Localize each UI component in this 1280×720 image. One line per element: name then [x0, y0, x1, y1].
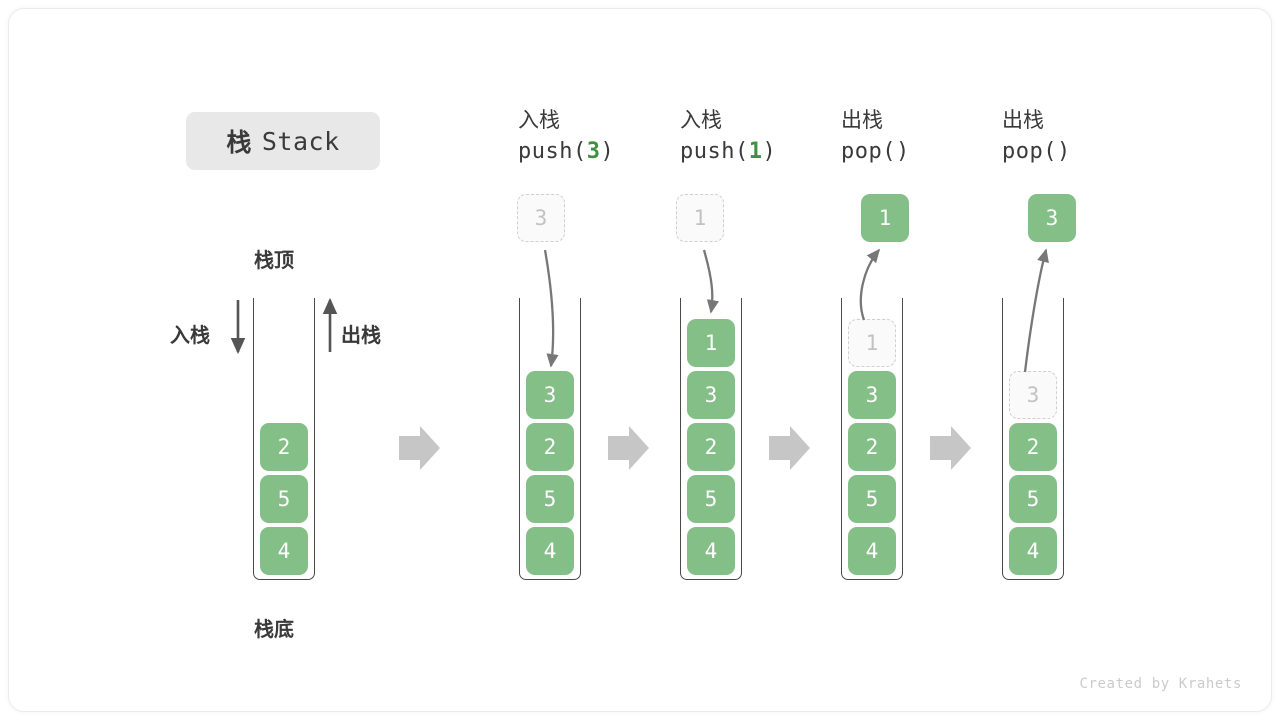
stack-cell: 1	[687, 319, 735, 367]
stack-cell: 4	[848, 527, 896, 575]
stack-cell: 5	[848, 475, 896, 523]
code-prefix: push(	[680, 139, 749, 164]
stack-cell: 3	[848, 371, 896, 419]
stack-container-pop-1	[841, 298, 903, 580]
stack-cell: 3	[526, 371, 574, 419]
stack-cell: 4	[1009, 527, 1057, 575]
title-english: Stack	[261, 126, 340, 156]
code-prefix: pop(	[841, 139, 896, 164]
step-operation-name: 出栈	[841, 109, 883, 132]
step-operation-code: push(3)	[518, 136, 614, 168]
stack-cell: 5	[687, 475, 735, 523]
floating-value-push-1: 1	[676, 194, 724, 242]
stack-container-push-1	[680, 298, 742, 580]
floating-value-pop-3: 3	[1028, 194, 1076, 242]
code-suffix: )	[895, 139, 910, 164]
stack-cell: 2	[848, 423, 896, 471]
stack-cell: 4	[526, 527, 574, 575]
step-operation-name: 出栈	[1002, 109, 1044, 132]
label-pop-side: 出栈	[341, 325, 381, 347]
code-argument: 1	[748, 139, 763, 164]
stack-cell: 1	[848, 319, 896, 367]
stack-container-push-3	[519, 298, 581, 580]
floating-value-push-3: 3	[517, 194, 565, 242]
step-header-push-1: 入栈 push(1)	[680, 106, 776, 168]
initial-stack-container	[253, 298, 315, 580]
code-suffix: )	[600, 139, 615, 164]
footer-credit: Created by Krahets	[1079, 676, 1242, 692]
stack-cell: 5	[1009, 475, 1057, 523]
stack-cell: 4	[260, 527, 308, 575]
stack-cell: 2	[526, 423, 574, 471]
stack-cell: 5	[526, 475, 574, 523]
stack-cell: 2	[260, 423, 308, 471]
step-header-pop-3: 出栈 pop()	[1002, 106, 1071, 168]
step-header-push-3: 入栈 push(3)	[518, 106, 614, 168]
stack-cell: 4	[687, 527, 735, 575]
code-prefix: push(	[518, 139, 587, 164]
stack-container-pop-3	[1002, 298, 1064, 580]
label-push-side: 入栈	[170, 325, 210, 347]
stack-cell: 5	[260, 475, 308, 523]
step-operation-name: 入栈	[680, 109, 722, 132]
stack-cell: 2	[1009, 423, 1057, 471]
step-operation-name: 入栈	[518, 109, 560, 132]
stack-cell: 2	[687, 423, 735, 471]
code-suffix: )	[1056, 139, 1071, 164]
label-stack-bottom: 栈底	[254, 619, 294, 641]
step-operation-code: pop()	[841, 136, 910, 168]
code-prefix: pop(	[1002, 139, 1057, 164]
stack-cell: 3	[1009, 371, 1057, 419]
code-argument: 3	[586, 139, 601, 164]
diagram-title-badge: 栈 Stack	[186, 112, 380, 170]
title-chinese: 栈	[226, 129, 252, 157]
label-stack-top: 栈顶	[254, 250, 294, 272]
code-suffix: )	[762, 139, 777, 164]
step-operation-code: pop()	[1002, 136, 1071, 168]
floating-value-pop-1: 1	[861, 194, 909, 242]
stack-cell: 3	[687, 371, 735, 419]
step-operation-code: push(1)	[680, 136, 776, 168]
step-header-pop-1: 出栈 pop()	[841, 106, 910, 168]
